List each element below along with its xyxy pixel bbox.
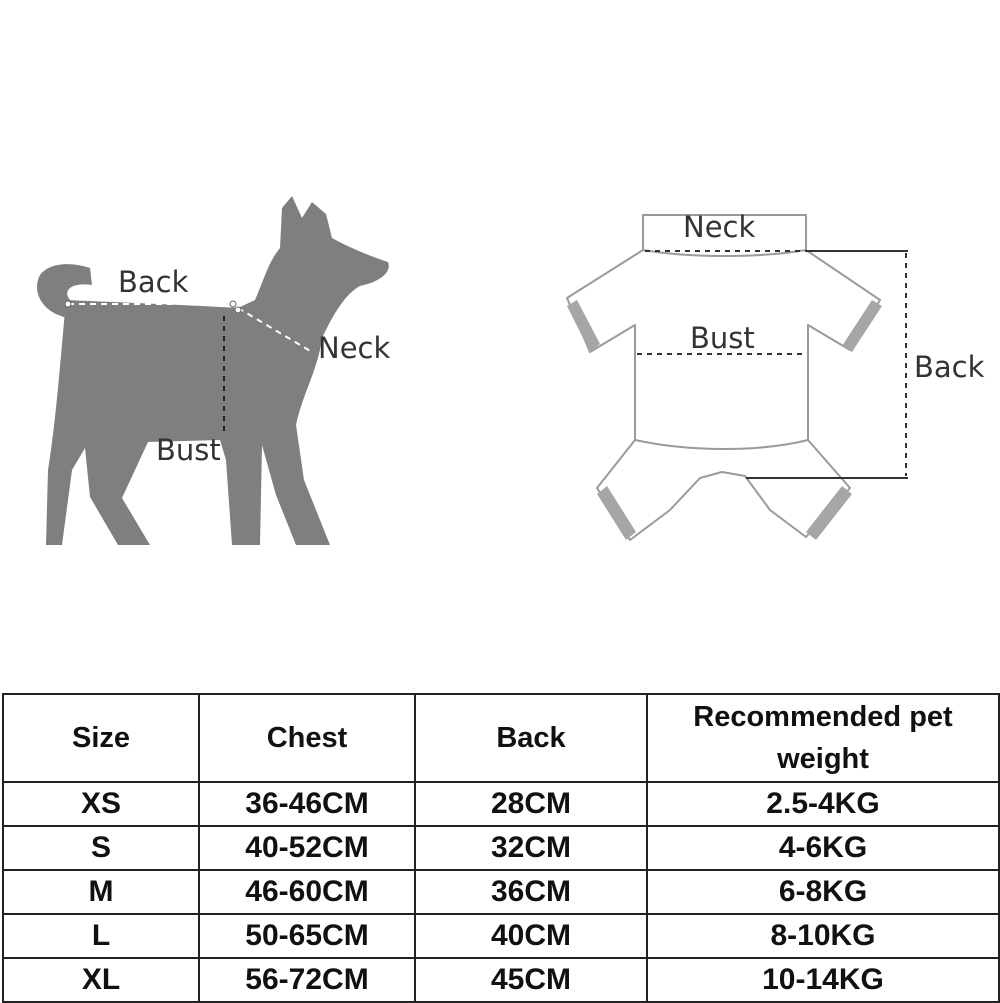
cell-weight: 8-10KG bbox=[646, 913, 1000, 959]
dog-body bbox=[46, 196, 389, 545]
garment-hem-curve bbox=[634, 439, 809, 450]
cell-weight: 2.5-4KG bbox=[646, 781, 1000, 827]
table-row: XS 36-46CM 28CM 2.5-4KG bbox=[2, 781, 1000, 827]
cell-chest: 50-65CM bbox=[198, 913, 416, 959]
cell-back: 40CM bbox=[414, 913, 648, 959]
garment-cuffs bbox=[567, 300, 882, 540]
cell-size: XS bbox=[2, 781, 200, 827]
right-leg-cuff bbox=[806, 486, 852, 540]
cell-back: 45CM bbox=[414, 957, 648, 1003]
dog-tail bbox=[37, 264, 92, 318]
garment-back-label: Back bbox=[914, 350, 985, 384]
cell-size: S bbox=[2, 825, 200, 871]
table-row: S 40-52CM 32CM 4-6KG bbox=[2, 825, 1000, 871]
table-header-row: Size Chest Back Recommended pet weight bbox=[2, 693, 1000, 783]
cell-chest: 36-46CM bbox=[198, 781, 416, 827]
measurement-diagram: Back Neck Bust Neck Bust Back bbox=[37, 196, 985, 545]
table-row: XL 56-72CM 45CM 10-14KG bbox=[2, 957, 1000, 1003]
garment-outline bbox=[566, 214, 881, 541]
dog-back-label: Back bbox=[118, 265, 189, 299]
left-sleeve-cuff bbox=[567, 300, 600, 352]
table-row: L 50-65CM 40CM 8-10KG bbox=[2, 913, 1000, 959]
cell-chest: 56-72CM bbox=[198, 957, 416, 1003]
header-back: Back bbox=[414, 693, 648, 783]
cell-size: M bbox=[2, 869, 200, 915]
dog-measure-lines bbox=[68, 303, 313, 436]
left-leg-cuff bbox=[597, 486, 636, 540]
cell-back: 28CM bbox=[414, 781, 648, 827]
cell-weight: 6-8KG bbox=[646, 869, 1000, 915]
header-weight: Recommended pet weight bbox=[646, 693, 1000, 783]
garment-measure-lines bbox=[637, 250, 908, 479]
dog-silhouette bbox=[37, 196, 389, 545]
garment-neck-label: Neck bbox=[683, 210, 755, 244]
cell-size: L bbox=[2, 913, 200, 959]
cell-weight: 4-6KG bbox=[646, 825, 1000, 871]
header-weight-line1: Recommended pet bbox=[693, 700, 953, 733]
cell-size: XL bbox=[2, 957, 200, 1003]
dog-neck-line bbox=[237, 307, 313, 353]
dog-measure-dots bbox=[64, 300, 242, 314]
cell-chest: 40-52CM bbox=[198, 825, 416, 871]
right-sleeve-cuff bbox=[842, 300, 882, 352]
cell-weight: 10-14KG bbox=[646, 957, 1000, 1003]
header-weight-line2: weight bbox=[777, 743, 869, 775]
cell-chest: 46-60CM bbox=[198, 869, 416, 915]
size-table: Size Chest Back Recommended pet weight X… bbox=[2, 693, 1000, 1003]
cell-back: 36CM bbox=[414, 869, 648, 915]
garment-body bbox=[566, 214, 881, 541]
garment-collar-curve bbox=[642, 249, 807, 257]
dog-bust-label: Bust bbox=[156, 433, 221, 467]
header-size: Size bbox=[2, 693, 200, 783]
header-chest: Chest bbox=[198, 693, 416, 783]
garment-bust-label: Bust bbox=[690, 321, 755, 355]
table-row: M 46-60CM 36CM 6-8KG bbox=[2, 869, 1000, 915]
cell-back: 32CM bbox=[414, 825, 648, 871]
dog-neck-label: Neck bbox=[318, 331, 390, 365]
